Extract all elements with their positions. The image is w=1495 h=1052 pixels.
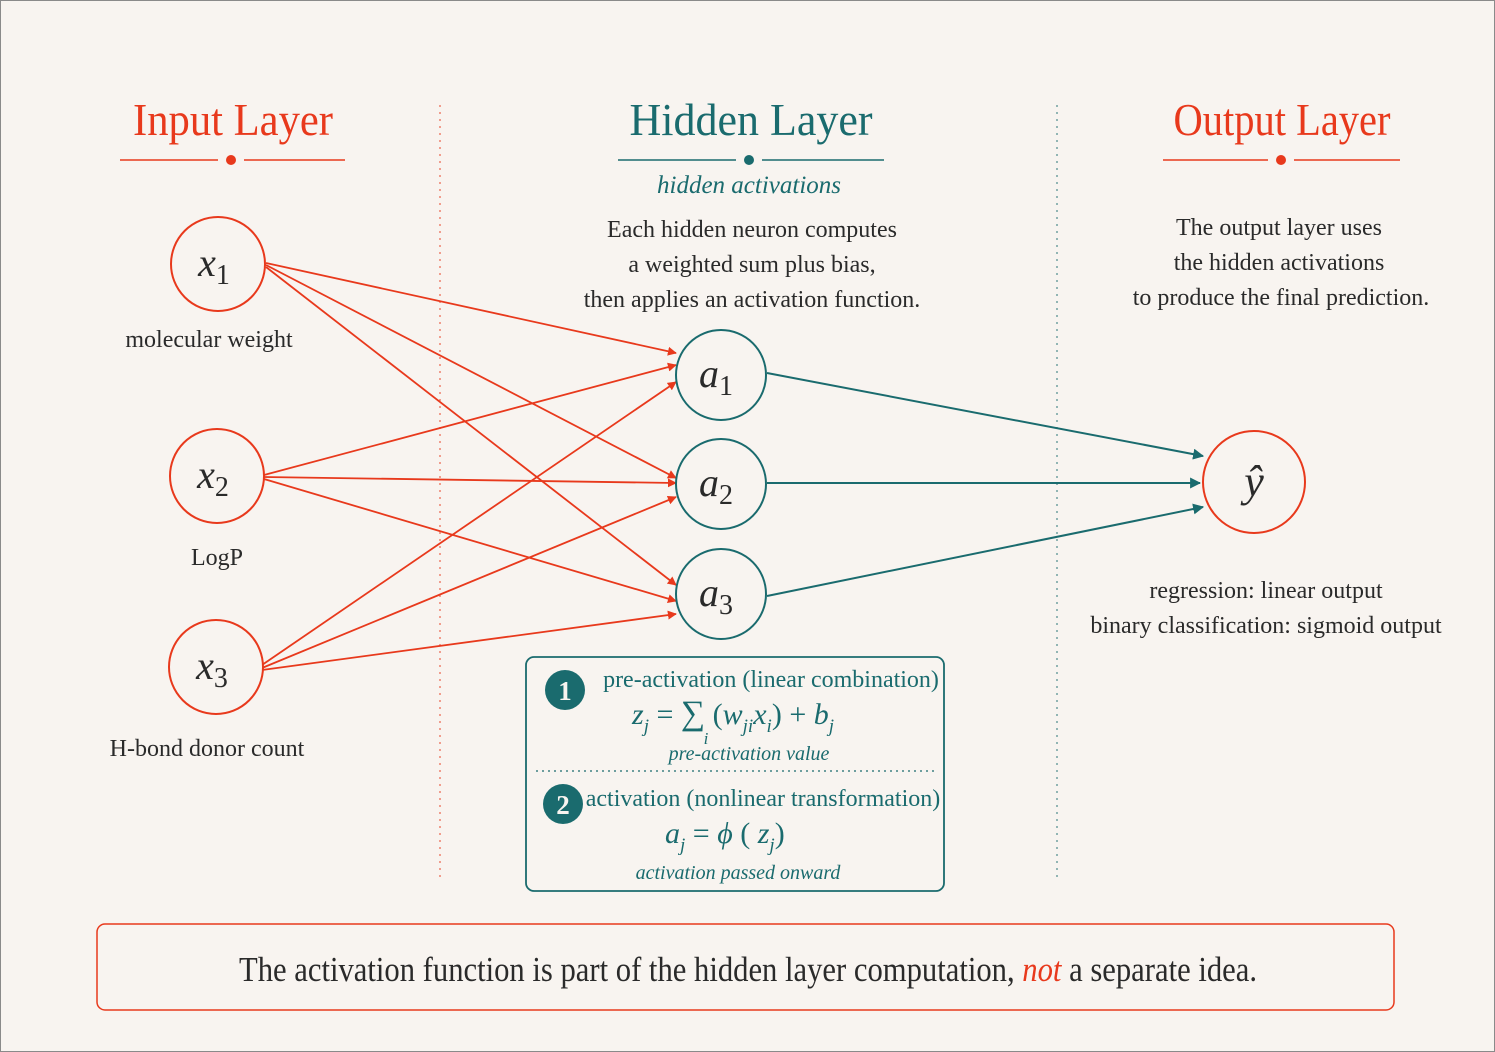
hidden-node-a2: a2 <box>675 438 767 530</box>
edge-x3-a3 <box>261 610 677 671</box>
step2-equation: aj = ϕ ( zj) <box>665 817 785 856</box>
output-description-line1: The output layer uses <box>1176 215 1382 241</box>
edge-a3-y <box>766 503 1205 597</box>
input-node-x2: x2 <box>169 428 265 524</box>
hidden-description-line2: a weighted sum plus bias, <box>628 252 875 278</box>
svg-text:x1: x1 <box>197 240 230 291</box>
output-description-line3: to produce the final prediction. <box>1133 285 1430 311</box>
input-node-x3: x3 <box>168 619 264 715</box>
svg-text:ŷ: ŷ <box>1240 457 1264 506</box>
hidden-node-a1: a1 <box>675 329 767 421</box>
svg-text:x3: x3 <box>195 643 228 694</box>
step1-caption: pre-activation value <box>667 743 830 765</box>
hidden-node-a3: a3 <box>675 548 767 640</box>
output-title-underline <box>1163 155 1400 165</box>
step1-number-badge: 1 <box>545 670 585 710</box>
step1-title: pre-activation (linear combination) <box>603 667 939 693</box>
step1-equation: zj = ∑ (wjixi) + bj <box>631 695 834 737</box>
hidden-description-line3: then applies an activation function. <box>584 287 921 313</box>
edge-a1-y <box>766 372 1205 460</box>
input-layer-title: Input Layer <box>133 94 333 145</box>
input-label-molecular-weight: molecular weight <box>125 327 293 353</box>
edge-x1-a2 <box>265 264 677 479</box>
svg-text:x2: x2 <box>196 452 229 503</box>
step2-caption: activation passed onward <box>636 862 842 884</box>
svg-text:a3: a3 <box>699 570 733 621</box>
output-description-line2: the hidden activations <box>1174 250 1385 276</box>
edge-x2-a2 <box>263 476 677 488</box>
step1-sum-index: i <box>704 729 709 748</box>
footer-callout: The activation function is part of the h… <box>96 923 1395 1011</box>
step2-title: activation (nonlinear transformation) <box>586 786 941 812</box>
output-layer-title: Output Layer <box>1174 94 1391 145</box>
input-hidden-connections <box>261 262 677 671</box>
input-title-underline <box>120 155 345 165</box>
svg-text:a2: a2 <box>699 460 733 511</box>
svg-text:a1: a1 <box>699 351 733 402</box>
hidden-title-underline <box>618 155 884 165</box>
footer-statement: The activation function is part of the h… <box>239 950 1257 989</box>
input-label-logp: LogP <box>191 545 243 571</box>
hidden-layer-subtitle: hidden activations <box>657 172 841 199</box>
svg-text:1: 1 <box>558 676 572 706</box>
edge-x2-a1 <box>263 362 677 476</box>
svg-text:2: 2 <box>556 790 570 820</box>
output-note-classification: binary classification: sigmoid output <box>1090 613 1442 639</box>
hidden-description-line1: Each hidden neuron computes <box>607 217 897 243</box>
edge-x3-a1 <box>261 381 677 666</box>
edge-x2-a3 <box>263 478 677 604</box>
edge-x3-a2 <box>261 495 677 669</box>
hidden-layer-title: Hidden Layer <box>630 94 873 145</box>
edge-x1-a1 <box>265 262 677 356</box>
output-node-y-hat: ŷ <box>1202 430 1306 534</box>
input-label-hbond-donor-count: H-bond donor count <box>110 736 305 762</box>
edge-x1-a3 <box>265 266 677 586</box>
input-node-x1: x1 <box>170 216 266 312</box>
output-note-regression: regression: linear output <box>1149 578 1383 604</box>
step2-number-badge: 2 <box>543 784 583 824</box>
hidden-output-connections <box>766 372 1205 597</box>
formula-box: 1 pre-activation (linear combination) zj… <box>525 656 945 892</box>
